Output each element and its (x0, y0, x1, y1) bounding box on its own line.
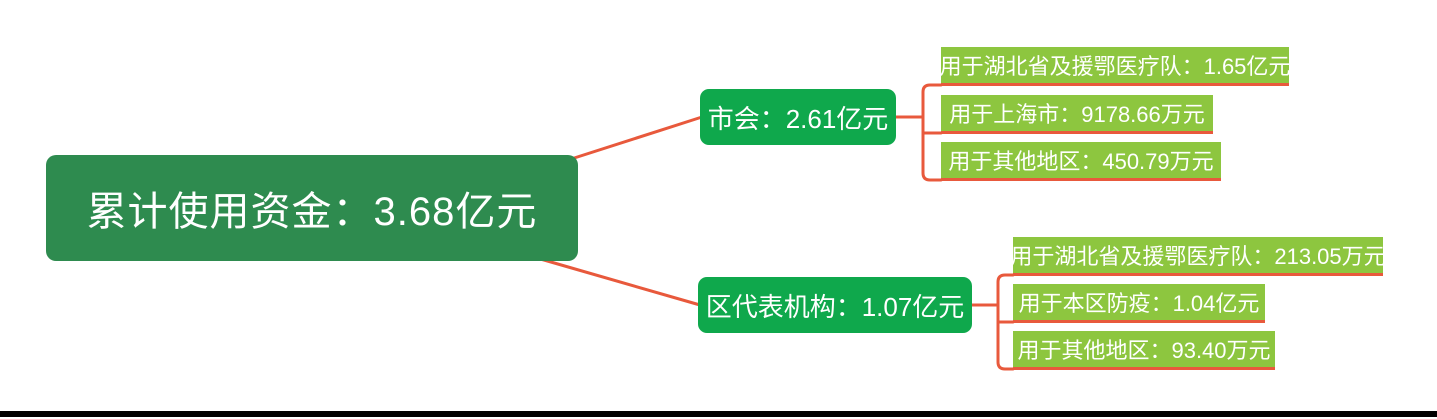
leaf-node-local-district-prevention[interactable]: 用于本区防疫：1.04亿元 (1013, 284, 1265, 323)
branch-node-district-representatives[interactable]: 区代表机构：1.07亿元 (698, 277, 972, 333)
leaf-node-hubei-medical-team-2[interactable]: 用于湖北省及援鄂医疗队：213.05万元 (1010, 237, 1386, 276)
connector-root-branch1 (566, 115, 704, 162)
connector-root-branch2 (535, 256, 702, 307)
leaf-node-other-regions-1[interactable]: 用于其他地区：450.79万元 (941, 142, 1221, 181)
bottom-edge-bar (0, 411, 1437, 417)
leaf-node-other-regions-2[interactable]: 用于其他地区：93.40万元 (1013, 331, 1275, 370)
leaf-node-shanghai[interactable]: 用于上海市：9178.66万元 (941, 95, 1213, 134)
root-node-total-funds[interactable]: 累计使用资金：3.68亿元 (46, 155, 578, 261)
branch-node-city-association[interactable]: 市会：2.61亿元 (700, 89, 896, 145)
leaf-node-hubei-medical-team-1[interactable]: 用于湖北省及援鄂医疗队：1.65亿元 (940, 47, 1290, 86)
